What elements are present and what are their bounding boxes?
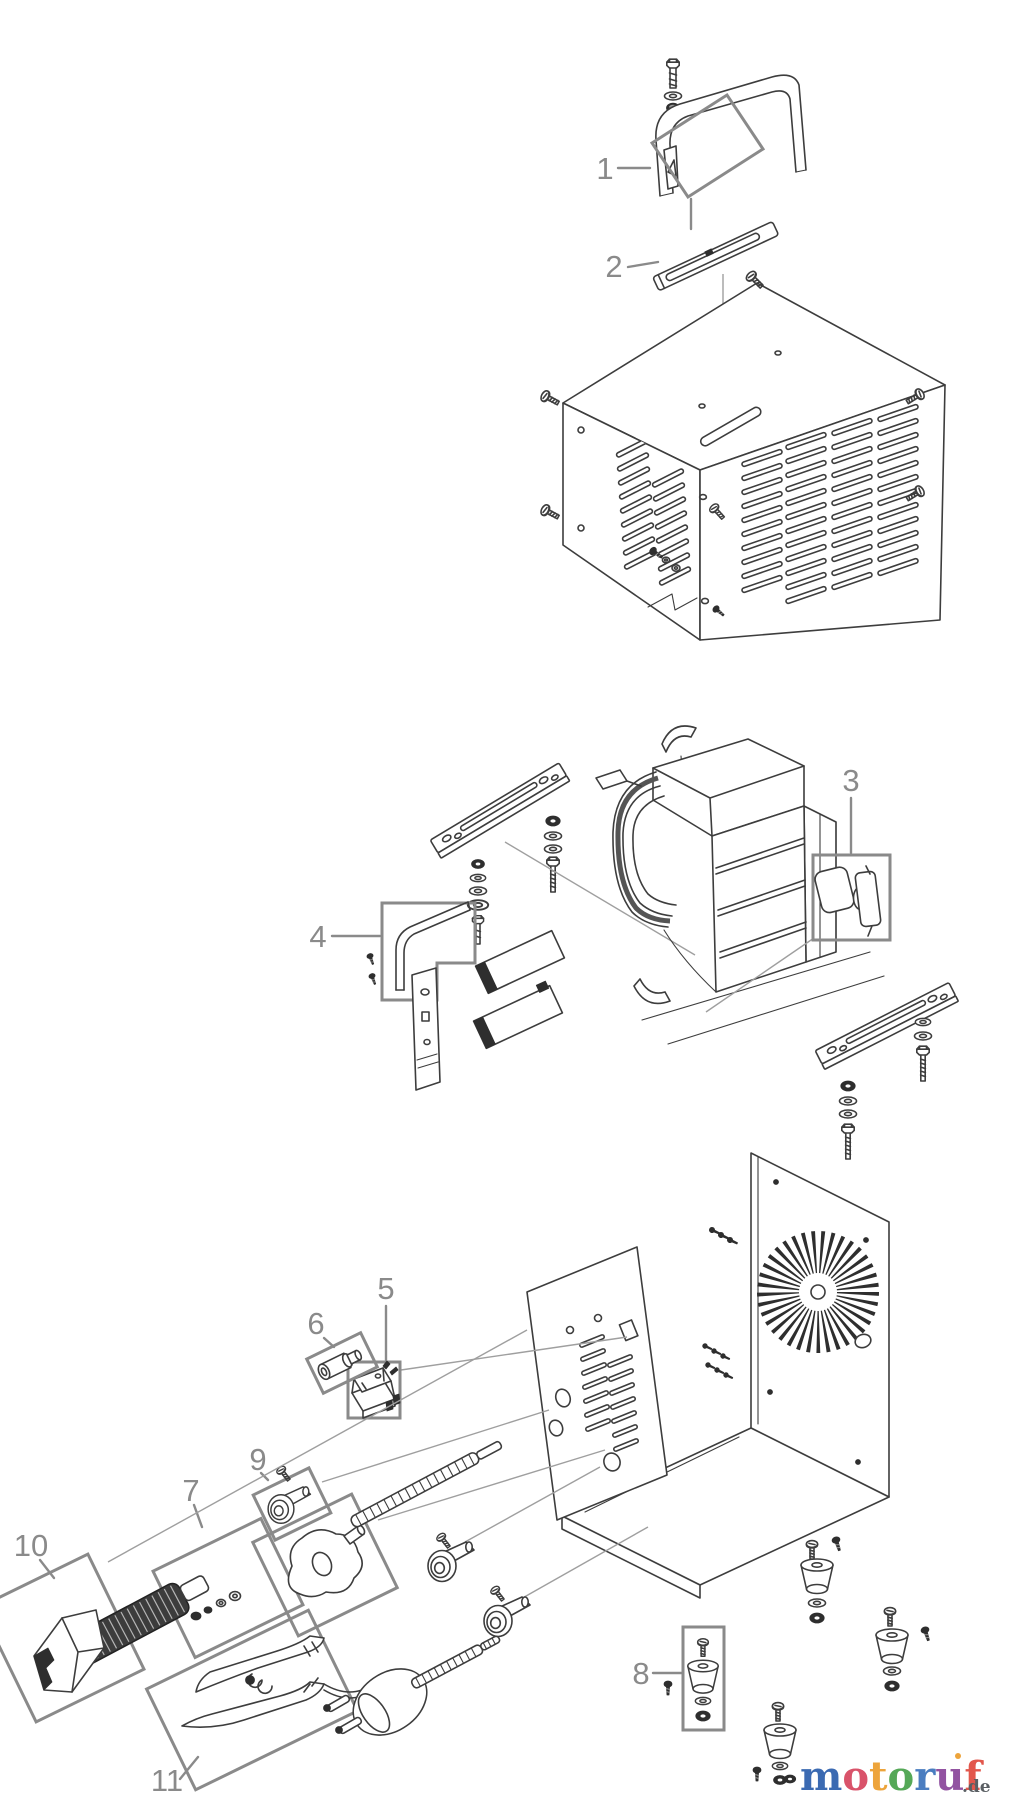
housing-cover: [562, 282, 946, 641]
callout-box-9: [251, 1465, 333, 1543]
callout-9-label: 9: [249, 1442, 266, 1477]
rail-fastener-set-left: [466, 815, 563, 945]
callout-1-label: 1: [596, 151, 613, 186]
dinse-socket-a: [427, 1541, 475, 1583]
logo-dot-icon: [955, 1753, 961, 1759]
callout-1: 1: [596, 151, 693, 231]
callout-9: 9: [249, 1442, 270, 1482]
callout-6: 6: [307, 1306, 336, 1349]
callout-6-label: 6: [307, 1306, 324, 1341]
callout-2-label: 2: [605, 249, 622, 284]
brand-logo: motoruf .de: [800, 1753, 991, 1800]
chassis-fastener-clusters: [701, 1226, 739, 1381]
callout-box-11: [144, 1608, 360, 1792]
callout-5-label: 5: [377, 1271, 394, 1306]
power-switch: [351, 1360, 401, 1419]
cover-screws: [538, 268, 927, 619]
callout-4-label: 4: [309, 919, 326, 954]
callout-10: 10: [14, 1329, 528, 1580]
callout-7-label: 7: [182, 1473, 199, 1508]
callout-4: 4: [309, 919, 382, 954]
callout-box-3: [811, 853, 892, 942]
cable-connector: [287, 1524, 366, 1598]
callout-3: 3: [705, 763, 860, 1013]
cover-slot: [699, 406, 762, 447]
fan-grille: [757, 1231, 879, 1353]
rubber-foot-set-3: [752, 1701, 797, 1785]
brand-logo-suffix: .de: [962, 1777, 991, 1797]
callout-8-label: 8: [632, 1656, 649, 1691]
cable-spring: [350, 1440, 503, 1528]
rubber-foot-boxed: [663, 1638, 719, 1722]
fuse-holder: [304, 1330, 380, 1396]
switch-cutout: [618, 1319, 639, 1342]
callout-7: 7: [182, 1473, 204, 1529]
handle-strip: [652, 221, 779, 291]
small-washer-parts: [190, 1590, 242, 1621]
callout-11: 11: [151, 1755, 200, 1798]
electrode-holder: [33, 1575, 210, 1693]
callout-box-6: [304, 1330, 380, 1396]
power-plug: [323, 1635, 501, 1736]
thermal-switch: [814, 865, 882, 937]
chassis-base: [526, 1152, 890, 1599]
callout-box-1: [649, 92, 766, 200]
lamination-plates: [472, 929, 566, 1050]
bracket-parts: [365, 901, 471, 1091]
handle-fastener-set: [663, 58, 683, 128]
callout-5: 5: [321, 1271, 628, 1483]
callout-3-label: 3: [842, 763, 859, 798]
rubber-foot-set-1: [800, 1535, 844, 1624]
callout-box-4: [380, 901, 477, 1002]
mounting-rail-right: [814, 981, 960, 1071]
callout-11-label: 11: [151, 1763, 183, 1798]
mounting-rail-left: [429, 762, 571, 859]
handle: [655, 74, 807, 197]
dinse-socket-b: [483, 1596, 531, 1638]
brand-logo-word: motoruf: [800, 1753, 984, 1800]
rubber-foot-set-2: [875, 1606, 933, 1692]
callout-8: 8: [632, 1656, 684, 1691]
connector-box: [250, 1492, 400, 1638]
callout-box-8: [681, 1625, 726, 1732]
callout-10-label: 10: [14, 1528, 48, 1563]
